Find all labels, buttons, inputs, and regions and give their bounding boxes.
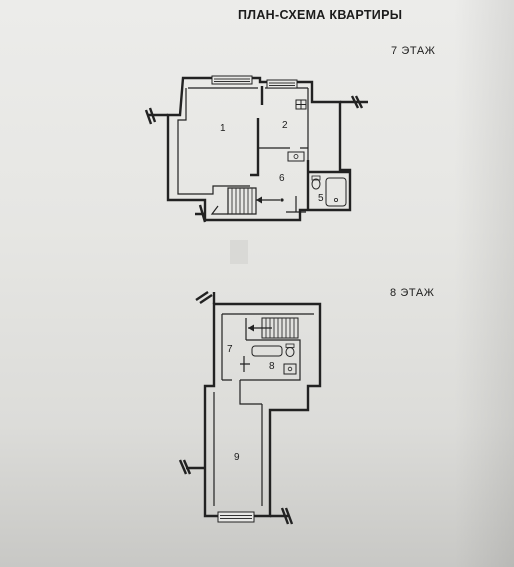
room-7-number: 7 — [227, 344, 233, 355]
floor-8-wall-stub-bottom-right — [270, 507, 294, 525]
floor-7-inner-wall — [177, 87, 309, 195]
room-2-number: 2 — [282, 120, 288, 131]
window-room-9 — [217, 511, 255, 523]
room-5-number: 5 — [318, 193, 324, 204]
floor-7-wall-stub-right — [340, 95, 368, 109]
floor-8-plan: 7 8 9 — [178, 291, 322, 525]
toilet-icon-8 — [285, 343, 295, 357]
floor-8-outer-wall — [203, 302, 322, 518]
window-room-2 — [266, 79, 298, 89]
floor-7-plan: 1 2 6 5 — [144, 75, 368, 223]
bathtub-icon — [325, 177, 347, 207]
plan-title: ПЛАН-СХЕМА КВАРТИРЫ — [238, 8, 403, 22]
floor-8-label: 8 ЭТАЖ — [390, 287, 435, 299]
partition-1-2 — [250, 86, 264, 177]
stair-direction-arrow-8 — [248, 324, 272, 332]
sink-icon-8 — [283, 363, 297, 375]
staircase-7 — [210, 187, 257, 215]
room-9-number: 9 — [234, 452, 240, 463]
room-6-number: 6 — [279, 173, 285, 184]
room-8-number: 8 — [269, 361, 275, 372]
floor-7-wall-stub-bottom — [195, 204, 207, 223]
floor-7-wall-stub-left — [144, 107, 168, 125]
door-marks-8 — [222, 356, 250, 381]
sink-icon — [287, 151, 305, 162]
window-room-1 — [211, 75, 253, 85]
partition-6-5 — [306, 160, 350, 210]
stair-direction-arrow-7 — [256, 196, 284, 204]
toilet-icon — [311, 175, 321, 190]
floor-8-inner-wall — [213, 313, 314, 506]
room-1-number: 1 — [220, 123, 226, 134]
floor-8-wall-stub-left — [178, 459, 205, 475]
stamp-blot — [230, 240, 248, 264]
bathtub-icon-8 — [251, 345, 283, 357]
floor-8-wall-stub-top — [195, 291, 216, 304]
floor-7-label: 7 ЭТАЖ — [391, 45, 436, 57]
entry-door-7 — [286, 196, 306, 213]
stove-icon — [295, 99, 307, 110]
